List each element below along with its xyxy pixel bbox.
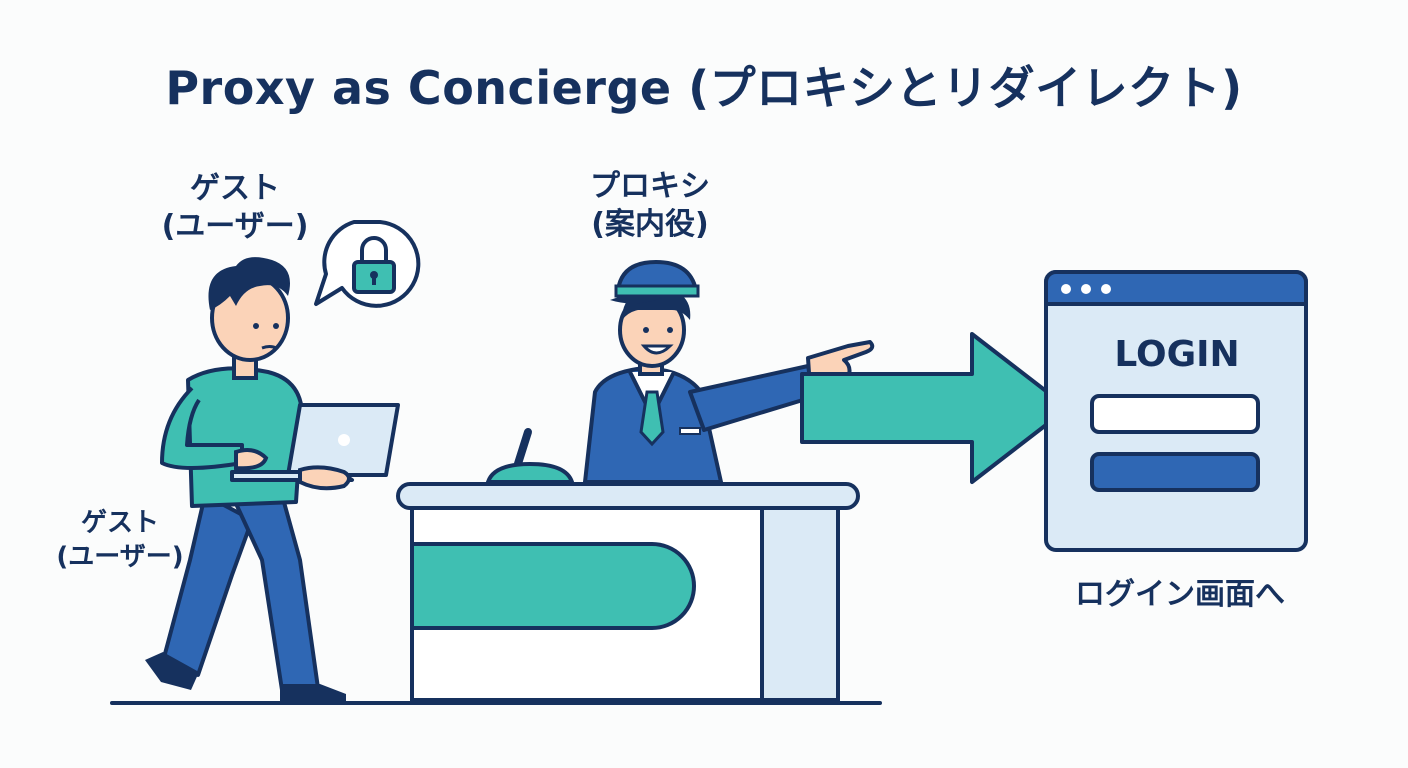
- window-dot: [1081, 284, 1091, 294]
- lock-icon: [352, 236, 396, 294]
- window-dot: [1061, 284, 1071, 294]
- guest-label-bottom-line2: (ユーザー): [56, 542, 184, 572]
- login-caption: ログイン画面へ: [1075, 577, 1285, 612]
- laptop-icon: [230, 403, 400, 491]
- guest-label-top-line1: ゲスト: [190, 171, 280, 206]
- login-input-field: [1090, 394, 1260, 434]
- login-submit-button: [1090, 452, 1260, 492]
- speech-bubble-icon: [314, 220, 421, 308]
- concierge-person: [583, 260, 875, 484]
- arrow-right-icon: [800, 332, 1070, 484]
- proxy-label: プロキシ (案内役): [545, 168, 755, 244]
- page-title: Proxy as Concierge (プロキシとリダイレクト): [165, 61, 1243, 115]
- guest-label-top-line2: (ユーザー): [161, 209, 309, 244]
- desk-bell-icon: [486, 428, 574, 484]
- window-dot: [1101, 284, 1111, 294]
- guest-label-top: ゲスト (ユーザー): [130, 170, 340, 246]
- guest-person: [145, 257, 346, 704]
- guest-label-bottom-line1: ゲスト: [80, 508, 159, 538]
- proxy-label-line2: (案内役): [591, 207, 709, 242]
- guest-label-bottom: ゲスト (ユーザー): [30, 506, 210, 574]
- login-window: [1044, 270, 1308, 552]
- reception-desk: [396, 482, 860, 702]
- login-heading: LOGIN: [1114, 334, 1240, 375]
- proxy-label-line1: プロキシ: [590, 169, 710, 204]
